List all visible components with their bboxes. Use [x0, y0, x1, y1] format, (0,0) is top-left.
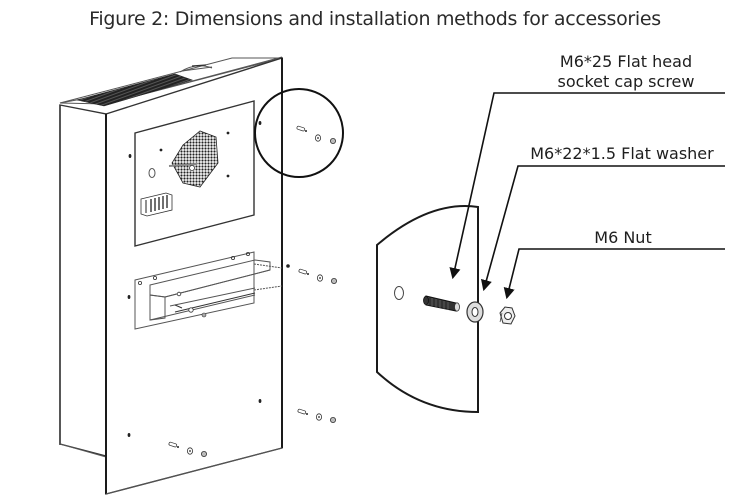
cabinet-side-face	[59, 104, 107, 457]
leader-nut	[503, 248, 725, 300]
connector-block-icon	[140, 192, 173, 217]
detail-callout-circle	[254, 88, 344, 178]
fastener-set-top	[296, 125, 336, 144]
leader-washer	[480, 165, 725, 292]
panel-hole-dot	[127, 295, 131, 299]
plate-screw-dot	[226, 174, 230, 178]
fan-grille-icon	[171, 130, 219, 188]
fan-hub	[189, 165, 195, 171]
front-panel-bottom-edge	[105, 447, 283, 495]
screw-part-icon	[423, 295, 460, 312]
fastener-set-middle	[298, 268, 337, 284]
fan-shaft	[168, 163, 198, 167]
detail-panel-section	[376, 205, 479, 414]
callout-screw-line2: socket cap screw	[558, 72, 695, 91]
fastener-set-lower-right	[297, 408, 336, 423]
cabinet-bottom-side-edge	[59, 443, 107, 458]
mounting-bracket	[134, 251, 290, 330]
plate-hole-icon	[148, 168, 156, 178]
plate-screw-dot	[226, 131, 230, 135]
plate-screw-dot	[159, 148, 163, 152]
top-vent-icon	[76, 73, 193, 107]
washer-part-icon	[466, 301, 484, 323]
enclosure-cabinet	[59, 56, 344, 495]
detail-view: M6*25 Flat head socket cap screw M6*22*1…	[376, 52, 725, 414]
inner-plate	[134, 100, 255, 247]
fastener-set-bottom	[168, 441, 207, 457]
figure-title: Figure 2: Dimensions and installation me…	[89, 8, 661, 30]
leader-screw	[449, 92, 725, 280]
detail-panel-hole	[394, 286, 404, 300]
panel-hole-dot	[127, 433, 131, 437]
callout-nut-label: M6 Nut	[594, 228, 651, 247]
panel-hole-dot	[258, 121, 262, 125]
top-fan-line	[181, 66, 213, 72]
panel-hole-dot	[128, 154, 132, 158]
panel-hole-dot	[258, 399, 262, 403]
nut-part-icon	[499, 306, 516, 325]
top-fan-edge	[191, 64, 207, 67]
callout-washer-label: M6*22*1.5 Flat washer	[530, 144, 714, 163]
callout-screw-line1: M6*25 Flat head	[560, 52, 692, 71]
